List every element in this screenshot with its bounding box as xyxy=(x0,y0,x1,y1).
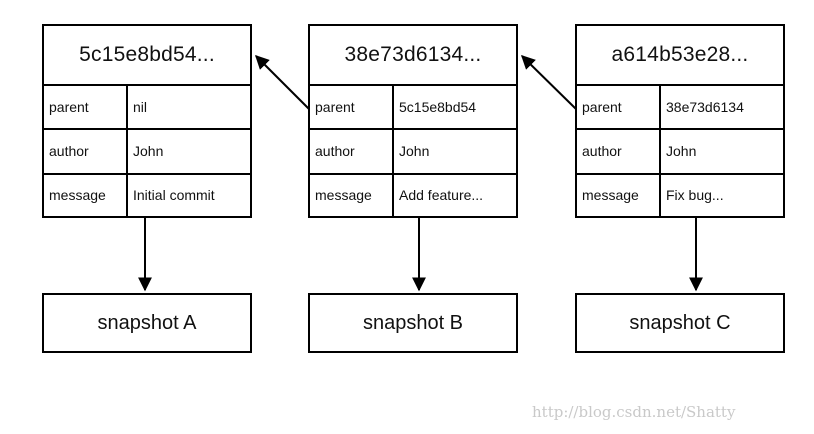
field-key: message xyxy=(310,172,394,216)
field-key: parent xyxy=(310,86,394,129)
field-value: nil xyxy=(133,98,148,115)
field-value: John xyxy=(127,127,250,174)
field-key: parent xyxy=(44,86,128,129)
parent-row: parent 38e73d6134 xyxy=(577,86,783,129)
field-value: John xyxy=(393,127,516,174)
message-row: message Initial commit xyxy=(44,172,250,216)
author-row: author John xyxy=(577,127,783,174)
commit-fields-table: parent nil author John message Initial c… xyxy=(44,86,250,216)
snapshot-box-b: snapshot B xyxy=(308,293,518,353)
parent-row: parent nil xyxy=(44,86,250,129)
commit-fields-table: parent 5c15e8bd54 author John message Ad… xyxy=(310,86,516,216)
commit-hash: a614b53e28... xyxy=(577,26,783,86)
message-row: message Fix bug... xyxy=(577,172,783,216)
field-key: author xyxy=(44,127,128,174)
field-value: Add feature... xyxy=(393,172,516,216)
parent-arrow xyxy=(521,55,577,110)
author-row: author John xyxy=(310,127,516,174)
commit-hash: 38e73d6134... xyxy=(310,26,516,86)
field-key: message xyxy=(44,172,128,216)
commit-hash: 5c15e8bd54... xyxy=(44,26,250,86)
field-value: 5c15e8bd54 xyxy=(399,98,477,115)
author-row: author John xyxy=(44,127,250,174)
field-key: message xyxy=(577,172,661,216)
field-value: Initial commit xyxy=(127,172,250,216)
field-value: 38e73d6134 xyxy=(666,98,744,115)
field-value: Fix bug... xyxy=(660,172,783,216)
field-key: author xyxy=(310,127,394,174)
commit-box-1: 5c15e8bd54... parent nil author John mes… xyxy=(42,24,252,218)
commit-box-2: 38e73d6134... parent 5c15e8bd54 author J… xyxy=(308,24,518,218)
parent-arrow xyxy=(255,55,310,110)
field-key: parent xyxy=(577,86,661,129)
snapshot-box-c: snapshot C xyxy=(575,293,785,353)
watermark-text: http://blog.csdn.net/Shatty xyxy=(532,403,736,421)
parent-row: parent 5c15e8bd54 xyxy=(310,86,516,129)
message-row: message Add feature... xyxy=(310,172,516,216)
commit-box-3: a614b53e28... parent 38e73d6134 author J… xyxy=(575,24,785,218)
field-value: John xyxy=(660,127,783,174)
commit-fields-table: parent 38e73d6134 author John message Fi… xyxy=(577,86,783,216)
field-key: author xyxy=(577,127,661,174)
snapshot-box-a: snapshot A xyxy=(42,293,252,353)
